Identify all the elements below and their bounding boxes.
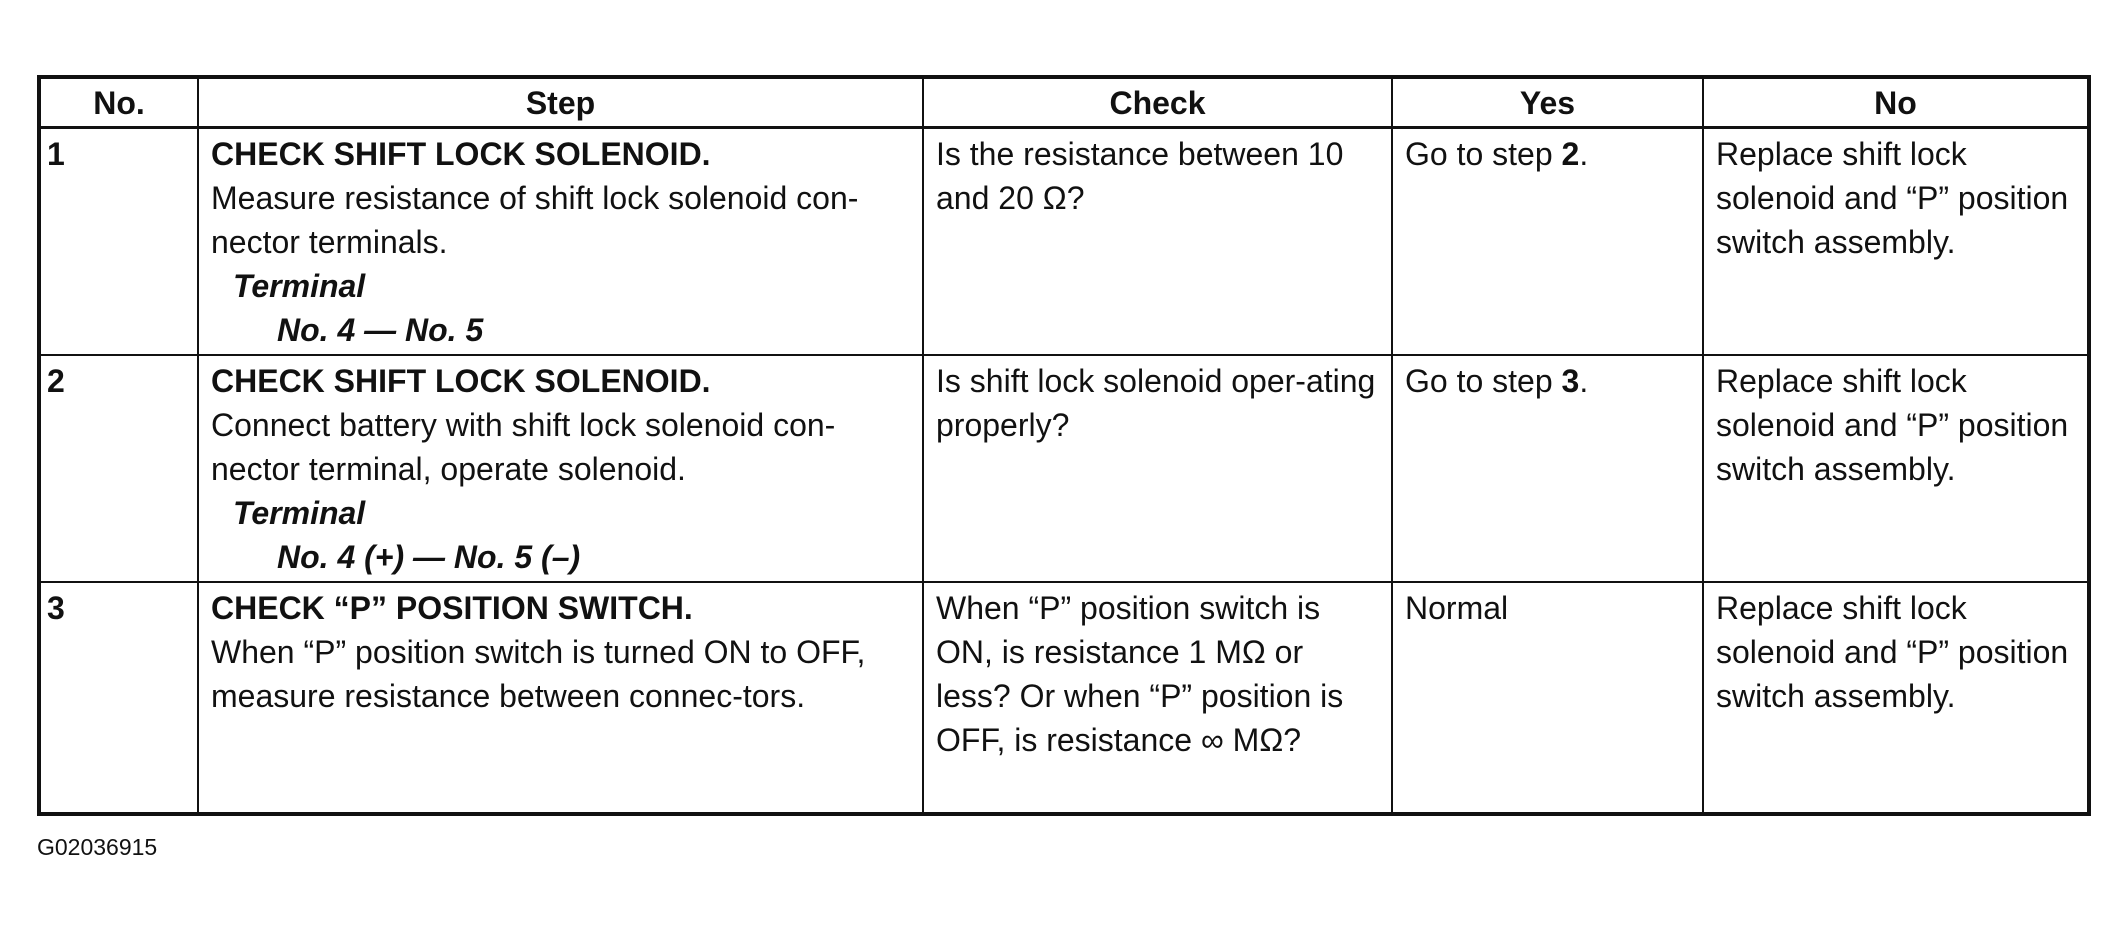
step-title: CHECK SHIFT LOCK SOLENOID. <box>211 362 711 399</box>
terminal-value: No. 4 — No. 5 <box>277 311 484 348</box>
terminal-value: No. 4 (+) — No. 5 (–) <box>277 538 581 575</box>
step-cell: CHECK SHIFT LOCK SOLENOID. Measure resis… <box>197 126 924 356</box>
no-action-cell: Replace shift lock solenoid and “P” posi… <box>1702 126 2090 356</box>
yes-step-number: 3 <box>1561 362 1580 399</box>
check-cell: When “P” position switch is ON, is resis… <box>922 580 1393 815</box>
header-check: Check <box>922 76 1393 129</box>
step-description: Measure resistance of shift lock solenoi… <box>211 179 859 260</box>
step-number: 3 <box>38 580 199 815</box>
yes-cell: Go to step 3. <box>1391 353 1704 583</box>
figure-id: G02036915 <box>37 834 158 860</box>
step-cell: CHECK “P” POSITION SWITCH. When “P” posi… <box>197 580 924 815</box>
check-cell: Is shift lock solenoid oper-ating proper… <box>922 353 1393 583</box>
table-row: 1 CHECK SHIFT LOCK SOLENOID. Measure res… <box>38 126 2090 356</box>
terminal-label: Terminal <box>233 494 366 531</box>
step-description: Connect battery with shift lock solenoid… <box>211 406 836 487</box>
step-number: 1 <box>38 126 199 356</box>
yes-cell: Go to step 2. <box>1391 126 1704 356</box>
yes-step-number: 2 <box>1561 135 1580 172</box>
step-title: CHECK “P” POSITION SWITCH. <box>211 589 693 626</box>
step-number: 2 <box>38 353 199 583</box>
yes-prefix: Go to step <box>1405 135 1562 172</box>
yes-suffix: . <box>1579 362 1589 399</box>
check-cell: Is the resistance between 10 and 20 Ω? <box>922 126 1393 356</box>
step-cell: CHECK SHIFT LOCK SOLENOID. Connect batte… <box>197 353 924 583</box>
no-action-cell: Replace shift lock solenoid and “P” posi… <box>1702 580 2090 815</box>
header-yes: Yes <box>1391 76 1704 129</box>
table-row: 2 CHECK SHIFT LOCK SOLENOID. Connect bat… <box>38 353 2090 583</box>
header-no-action: No <box>1702 76 2090 129</box>
diagnostic-table: No. Step Check Yes No 1 CHECK SHIFT LOCK… <box>37 75 2091 816</box>
table-row: 3 CHECK “P” POSITION SWITCH. When “P” po… <box>38 580 2090 815</box>
header-no: No. <box>38 76 199 129</box>
header-step: Step <box>197 76 924 129</box>
terminal-label: Terminal <box>233 267 366 304</box>
yes-cell: Normal <box>1391 580 1704 815</box>
step-description: When “P” position switch is turned ON to… <box>211 633 866 714</box>
step-title: CHECK SHIFT LOCK SOLENOID. <box>211 135 711 172</box>
table-header-row: No. Step Check Yes No <box>38 76 2090 129</box>
yes-suffix: . <box>1579 135 1589 172</box>
yes-prefix: Go to step <box>1405 362 1562 399</box>
no-action-cell: Replace shift lock solenoid and “P” posi… <box>1702 353 2090 583</box>
